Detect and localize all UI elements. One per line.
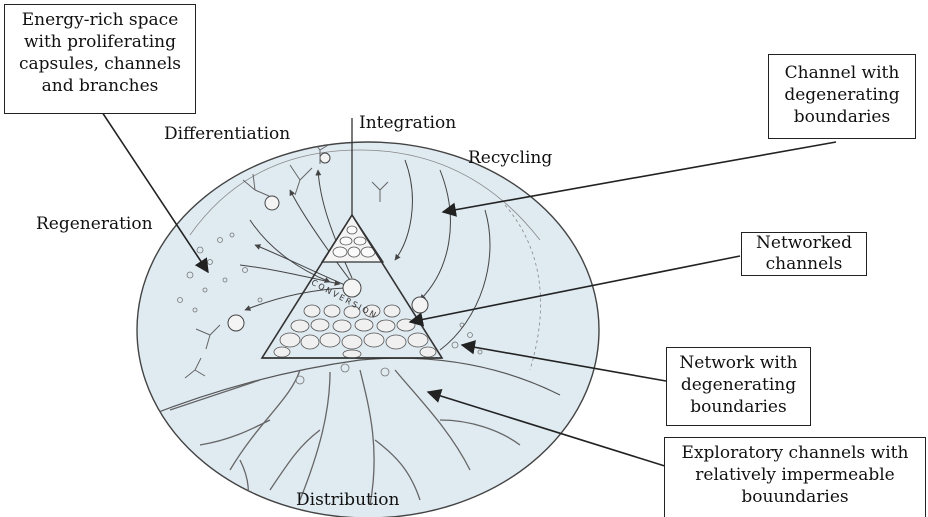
inner-boundary-arc [189, 149, 541, 241]
annotation-arrows [95, 102, 837, 468]
proliferating-branches [184, 142, 389, 379]
triangle-cell-network [273, 304, 437, 358]
box-line: Network with [679, 353, 798, 373]
recycling-label: Recycling [468, 148, 553, 168]
energy-rich-space-box: Energy-rich space with proliferating cap… [4, 4, 196, 114]
network-degenerating-box: Network with degenerating boundaries [666, 347, 811, 426]
lower-boundary-line [137, 357, 561, 421]
integration-label: Integration [359, 113, 457, 133]
arrow-network-degenerating [460, 340, 667, 382]
arrow-channel-degenerating [441, 141, 837, 217]
exploratory-channels-box: Exploratory channels with relatively imp… [664, 437, 926, 517]
box-line: with proliferating [23, 32, 176, 52]
box-line: channels [765, 254, 843, 274]
box-line: relatively impermeable [695, 465, 895, 485]
upper-triangle-cells [332, 225, 376, 258]
regeneration-label: Regeneration [36, 214, 153, 234]
box-line: and branches [41, 76, 159, 96]
arrow-networked-channels [408, 255, 741, 327]
box-line: boundaries [690, 397, 787, 417]
flow-arrows [239, 159, 491, 351]
box-line: capsules, channels [19, 54, 181, 74]
box-line: boundaries [793, 107, 891, 127]
inner-boundary-arc [504, 204, 541, 371]
box-line: bouundaries [741, 487, 849, 507]
box-line: Networked [756, 233, 852, 253]
box-line: degenerating [680, 375, 797, 395]
box-line: degenerating [784, 85, 900, 105]
box-line: Exploratory channels with [681, 443, 909, 463]
box-line: Channel with [784, 63, 900, 83]
networked-channels-box: Networked channels [741, 232, 867, 276]
box-line: Energy-rich space [21, 10, 179, 30]
arrow-energy-rich [95, 102, 209, 274]
distribution-label: Distribution [296, 490, 400, 510]
arrow-exploratory-channels [426, 388, 669, 468]
channel-degenerating-box: Channel with degenerating boundaries [768, 54, 916, 139]
capsule-dots [177, 232, 483, 385]
differentiation-label: Differentiation [164, 124, 291, 144]
